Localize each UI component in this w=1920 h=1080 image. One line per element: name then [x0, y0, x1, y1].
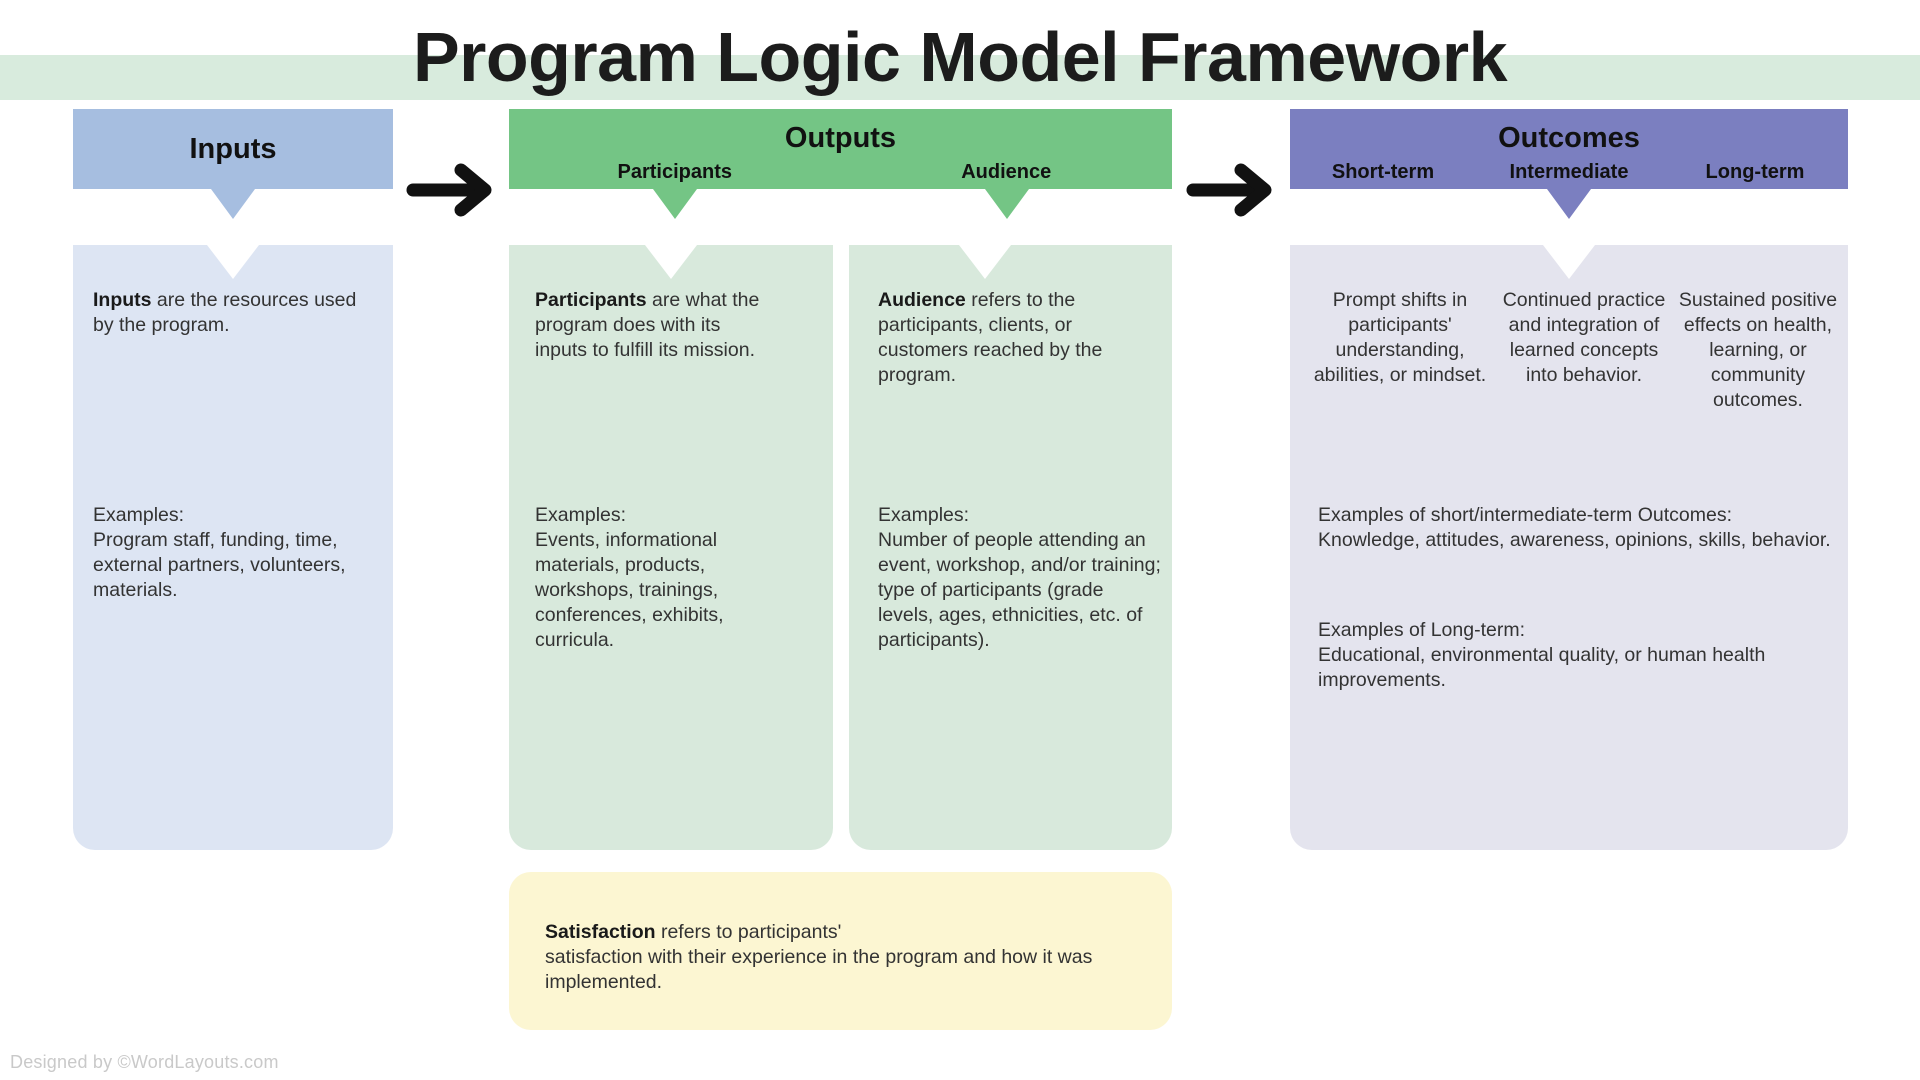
audience-examples-label: Examples: [878, 504, 970, 526]
outputs-header-label: Outputs [784, 122, 897, 154]
audience-panel [849, 245, 1172, 850]
outcomes-cell-long-term: Sustained positive effects on health, le… [1678, 289, 1838, 411]
outcomes-header-notch [1547, 189, 1591, 219]
outputs-sublabel-participants: Participants [617, 161, 732, 183]
inputs-panel-notch [207, 245, 259, 279]
inputs-header[interactable]: Inputs [73, 109, 393, 219]
outcomes-sublabels: Short-term Intermediate Long-term [1290, 159, 1848, 185]
inputs-header-notch [211, 189, 255, 219]
audience-examples: Examples: Number of people attending an … [878, 503, 1162, 653]
outcomes-panel [1290, 245, 1848, 850]
page-title: Program Logic Model Framework [412, 18, 1508, 96]
audience-lead-rest: refers to the participants, clients, or … [878, 289, 1103, 386]
outcomes-panel-notch [1543, 245, 1595, 279]
outputs-header-notch-audience [985, 189, 1029, 219]
inputs-lead-rest: are the resources used by the program. [93, 289, 357, 336]
outputs-sublabels: Participants Audience [509, 159, 1172, 185]
inputs-header-label: Inputs [189, 133, 277, 165]
outcomes-sublabel-long-term: Long-term [1705, 161, 1805, 183]
outcomes-examples-short-intermediate: Examples of short/intermediate-term Outc… [1318, 503, 1838, 553]
inputs-examples: Examples: Program staff, funding, time, … [93, 503, 368, 603]
outcomes-cell-intermediate: Continued practice and integration of le… [1502, 289, 1666, 386]
outcomes-sublabel-intermediate: Intermediate [1509, 161, 1629, 183]
designer-credit: Designed by ©WordLayouts.com [10, 1052, 279, 1072]
participants-lead-text: Participants are what the program does w… [535, 288, 775, 363]
right-arrow-icon-1 [405, 162, 500, 218]
outcomes-examples-short-text: Knowledge, attitudes, awareness, opinion… [1318, 529, 1831, 551]
audience-lead-text: Audience refers to the participants, cli… [878, 288, 1162, 388]
outputs-header-notch-participants [653, 189, 697, 219]
audience-panel-notch [959, 245, 1011, 279]
participants-panel [509, 245, 833, 850]
inputs-panel [73, 245, 393, 850]
outcomes-header[interactable]: Outcomes Short-term Intermediate Long-te… [1290, 109, 1848, 219]
participants-lead-rest: are what the program does with its input… [535, 289, 760, 361]
outcomes-header-label: Outcomes [1498, 122, 1640, 154]
participants-examples-label: Examples: [535, 504, 627, 526]
participants-lead-bold: Participants [535, 289, 647, 311]
satisfaction-lead-rest: refers to participants' [655, 921, 842, 943]
inputs-lead-bold: Inputs [93, 289, 152, 311]
audience-lead-bold: Audience [878, 289, 966, 311]
right-arrow-icon-2 [1185, 162, 1280, 218]
satisfaction-bold: Satisfaction [545, 921, 656, 943]
inputs-lead-text: Inputs are the resources used by the pro… [93, 288, 361, 338]
title-banner [0, 55, 1920, 100]
satisfaction-line-1: Satisfaction refers to participants' [545, 920, 1145, 945]
satisfaction-line-2: satisfaction with their experience in th… [545, 946, 1093, 993]
satisfaction-panel [509, 872, 1172, 1030]
inputs-examples-text: Program staff, funding, time, external p… [93, 529, 346, 601]
outcomes-examples-long-label: Examples of Long-term: [1318, 619, 1526, 641]
outcomes-sublabel-short-term: Short-term [1331, 161, 1435, 183]
participants-panel-notch [645, 245, 697, 279]
participants-examples-text: Events, informational materials, product… [535, 529, 724, 651]
outputs-header[interactable]: Outputs Participants Audience [509, 109, 1172, 219]
outcomes-examples-short-label: Examples of short/intermediate-term Outc… [1318, 504, 1732, 526]
inputs-examples-label: Examples: [93, 504, 185, 526]
outputs-sublabel-audience: Audience [961, 161, 1052, 183]
outcomes-cell-short-term: Prompt shifts in participants' understan… [1313, 289, 1487, 386]
outcomes-examples-long-term: Examples of Long-term: Educational, envi… [1318, 618, 1788, 693]
audience-examples-text: Number of people attending an event, wor… [878, 529, 1161, 651]
participants-examples: Examples: Events, informational material… [535, 503, 750, 653]
satisfaction-text: Satisfaction refers to participants' sat… [545, 920, 1145, 995]
outcomes-examples-long-text: Educational, environmental quality, or h… [1318, 644, 1766, 691]
